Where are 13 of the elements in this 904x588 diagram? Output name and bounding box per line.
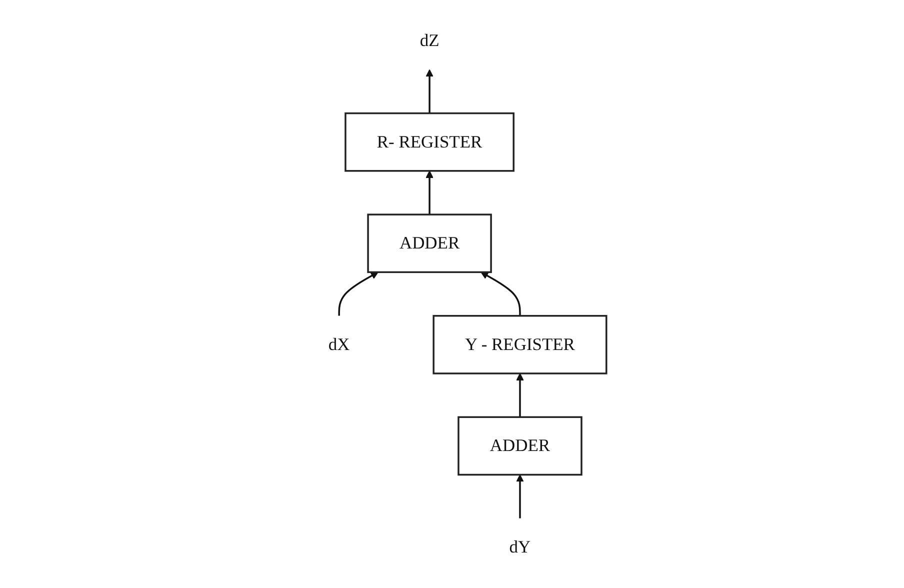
node-box: R- REGISTER (344, 112, 515, 172)
node-text: dX (328, 335, 350, 354)
arrow (480, 272, 522, 316)
arrow (516, 474, 524, 518)
arrow (338, 272, 379, 316)
node-box: ADDER (458, 416, 583, 476)
node-text: dY (510, 538, 531, 557)
arrow (426, 170, 434, 215)
node-text: dZ (420, 31, 440, 50)
node-box: Y - REGISTER (433, 314, 608, 374)
arrow (426, 69, 434, 114)
arrow (516, 373, 524, 418)
node-box: ADDER (367, 214, 492, 274)
